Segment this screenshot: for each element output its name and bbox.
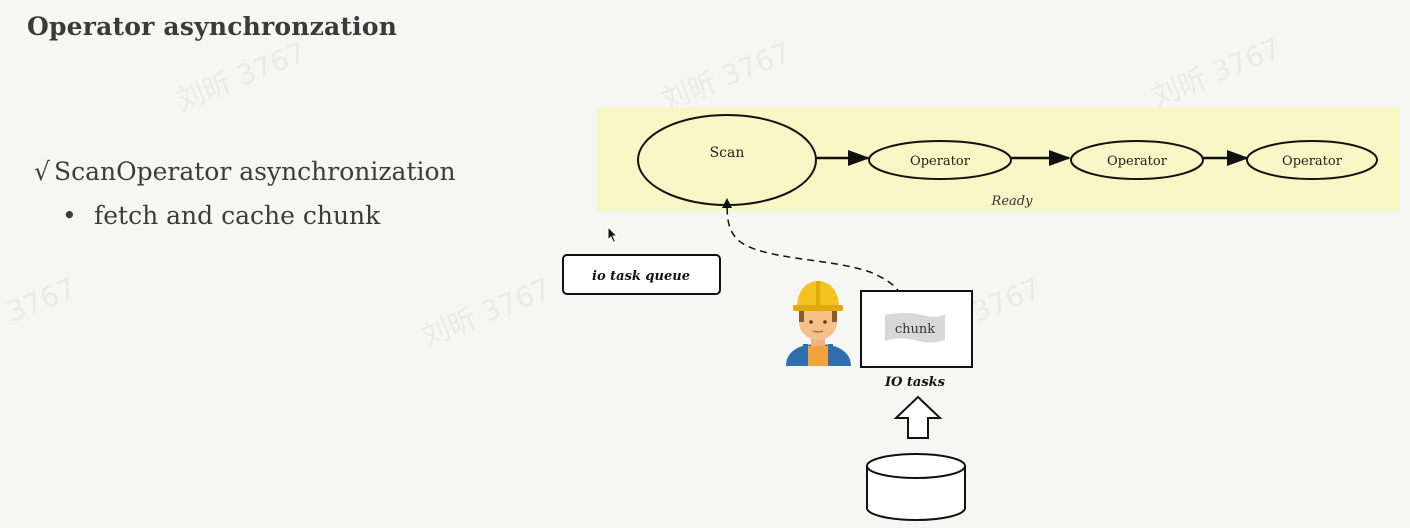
bullet-dot-icon: • — [62, 201, 77, 230]
worker-icon — [786, 281, 851, 366]
mouse-pointer-icon — [607, 226, 619, 244]
slide-title: Operator asynchronzation — [27, 12, 398, 41]
chunk-shape — [885, 313, 945, 343]
io-task-queue-box — [562, 254, 721, 295]
bullet-main: √ScanOperator asynchronization — [34, 157, 456, 186]
operator-node — [1070, 140, 1204, 180]
bullet-sub: • fetch and cache chunk — [62, 201, 380, 230]
bullet-main-text: ScanOperator asynchronization — [53, 157, 456, 186]
scan-label: Scan — [710, 145, 745, 161]
fetch-dashed-arrow — [722, 198, 906, 319]
operator-node — [868, 140, 1012, 180]
operator-label: Operator — [1282, 154, 1343, 169]
disk-icon — [866, 453, 966, 521]
operator-label: Operator — [910, 154, 971, 169]
io-tasks-label: IO tasks — [884, 375, 946, 390]
chunk-label: chunk — [895, 322, 935, 337]
operator-node — [1246, 140, 1378, 180]
io-task-queue-label: io task queue — [592, 269, 690, 284]
upload-arrow-icon — [893, 395, 943, 439]
check-mark-icon: √ — [34, 157, 50, 186]
bullet-sub-text: fetch and cache chunk — [94, 201, 381, 230]
operator-label: Operator — [1107, 154, 1168, 169]
ready-label: Ready — [991, 194, 1034, 209]
